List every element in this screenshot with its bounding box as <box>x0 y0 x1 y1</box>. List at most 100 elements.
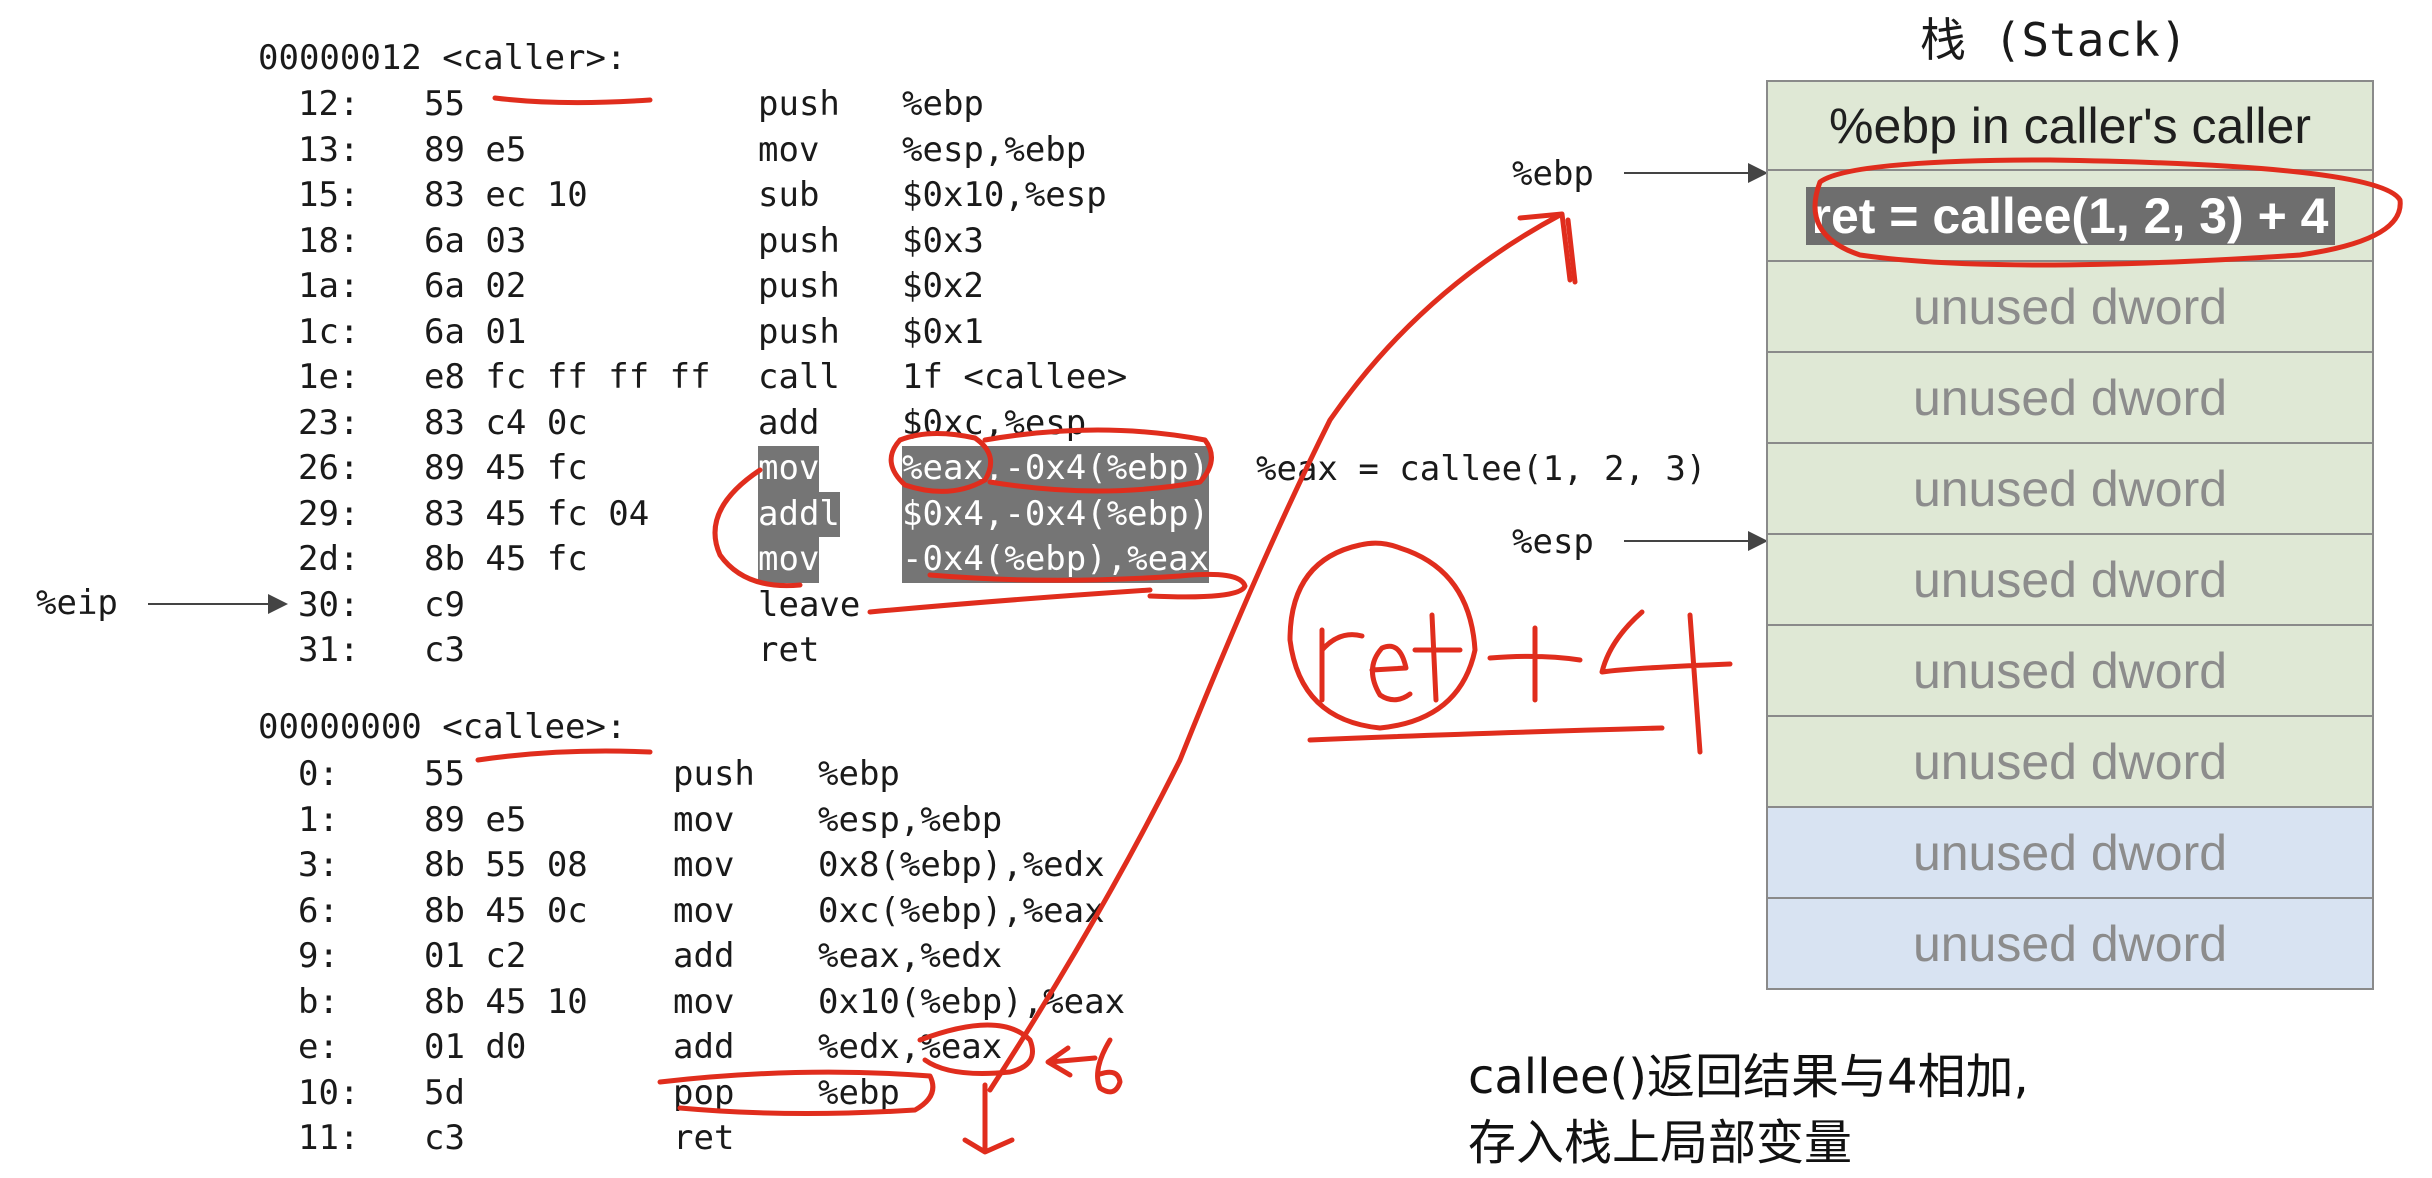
stack-cell: unused dword <box>1766 444 2374 535</box>
callee-bytes: 8b 55 08 <box>424 845 588 885</box>
caller-addr: 1e: <box>298 357 360 397</box>
caller-bytes: 89 45 fc <box>424 448 588 488</box>
callee-bytes: 55 <box>424 754 465 794</box>
callee-bytes: c3 <box>424 1118 465 1158</box>
caller-addr: 2d: <box>298 539 360 579</box>
stack-cell-label: unused dword <box>1912 733 2228 790</box>
stack-cell: unused dword <box>1766 535 2374 626</box>
callee-args: %ebp <box>818 754 900 794</box>
eax-comment: %eax = callee(1, 2, 3) <box>1256 449 1707 489</box>
caller-op: mov <box>758 446 820 492</box>
caller-addr: 15: <box>298 175 360 215</box>
esp-arrow-head <box>1748 531 1768 551</box>
stack-title: 栈 (Stack) <box>1920 13 2188 67</box>
caller-bytes: e8 fc ff ff ff <box>424 357 711 397</box>
callee-addr: 9: <box>298 936 339 976</box>
caller-args: $0xc,%esp <box>902 402 1087 443</box>
callee-bytes: 5d <box>424 1072 465 1113</box>
stack-cell-label: unused dword <box>1912 915 2228 972</box>
eip-arrow-head <box>268 594 288 614</box>
caller-bytes: 83 45 fc 04 <box>424 493 650 534</box>
handwritten-r <box>1319 627 1365 703</box>
callee-op: mov <box>673 799 735 840</box>
callee-header: 00000000 <callee>: <box>258 707 627 747</box>
caller-args: -0x4(%ebp),%eax <box>902 537 1210 583</box>
callee-addr: 11: <box>298 1118 360 1158</box>
caller-bytes: 89 e5 <box>424 129 527 170</box>
callee-addr: 3: <box>298 845 339 885</box>
caller-args: %ebp <box>902 84 984 124</box>
callee-bytes: 8b 45 0c <box>424 890 588 931</box>
stack-cell-label: unused dword <box>1912 460 2228 517</box>
handwritten-e <box>1369 643 1413 703</box>
stack-cell: %ebp in caller's caller <box>1766 80 2374 171</box>
caller-op: push <box>758 220 840 261</box>
stack-cell-label: ret = callee(1, 2, 3) + 4 <box>1805 186 2335 245</box>
callee-bytes: 01 d0 <box>424 1027 527 1067</box>
caller-bytes: 6a 02 <box>424 266 527 306</box>
callee-args: %esp,%ebp <box>818 799 1003 840</box>
big-arrow-head <box>1517 211 1573 283</box>
callee-addr: 0: <box>298 754 339 794</box>
caller-addr: 30: <box>298 584 360 625</box>
callee-op: push <box>673 754 755 794</box>
ebp-arrow-head <box>1748 163 1768 183</box>
stack-cell-label: unused dword <box>1912 824 2228 881</box>
esp-label: %esp <box>1512 522 1594 562</box>
callee-args: %ebp <box>818 1072 900 1113</box>
caller-args: $0x2 <box>902 266 984 306</box>
esp-arrow-line <box>1624 540 1766 542</box>
caller-op: push <box>758 311 840 352</box>
underline-ret-plus-4 <box>1307 725 1665 743</box>
caller-op: push <box>758 266 840 306</box>
eip-arrow-line <box>148 603 270 605</box>
eip-label: %eip <box>36 583 118 623</box>
caller-args: 1f <callee> <box>902 357 1128 397</box>
big-arrow <box>987 212 1563 1093</box>
caller-op: leave <box>758 584 861 625</box>
stack-cell: unused dword <box>1766 717 2374 808</box>
caption-line-2: 存入栈上局部变量 <box>1468 1115 1853 1171</box>
handwritten-four <box>1599 609 1733 755</box>
caption-line-1: callee()返回结果与4相加, <box>1468 1049 2029 1105</box>
stack-cell-label: unused dword <box>1912 369 2228 426</box>
caller-op: call <box>758 357 840 397</box>
stack-cell: unused dword <box>1766 808 2374 899</box>
caller-bytes: 55 <box>424 84 465 124</box>
underline-callee <box>475 748 653 763</box>
caller-args: %eax,-0x4(%ebp) <box>902 446 1210 492</box>
caller-header: 00000012 <caller>: <box>258 38 627 78</box>
callee-op: mov <box>673 845 735 885</box>
caller-args: $0x10,%esp <box>902 175 1107 215</box>
ebp-arrow-line <box>1624 172 1766 174</box>
caller-args: $0x4,-0x4(%ebp) <box>902 491 1210 537</box>
handwritten-plus <box>1487 625 1583 703</box>
callee-args: 0x10(%ebp),%eax <box>818 981 1126 1022</box>
callee-bytes: 8b 45 10 <box>424 981 588 1022</box>
callee-addr: b: <box>298 981 339 1022</box>
caller-addr: 1a: <box>298 266 360 306</box>
callee-addr: 10: <box>298 1072 360 1113</box>
callee-op: ret <box>673 1118 735 1158</box>
caller-op: mov <box>758 537 820 583</box>
caller-bytes: 6a 03 <box>424 220 527 261</box>
caller-args: $0x1 <box>902 311 984 352</box>
caller-op: sub <box>758 175 820 215</box>
callee-op: add <box>673 936 735 976</box>
callee-args: %eax,%edx <box>818 936 1003 976</box>
caller-addr: 29: <box>298 493 360 534</box>
underline-leave <box>867 587 1153 615</box>
caller-addr: 23: <box>298 402 360 443</box>
caller-op: push <box>758 84 840 124</box>
underline-caller <box>492 95 653 106</box>
callee-args: 0x8(%ebp),%edx <box>818 845 1105 885</box>
callee-addr: 6: <box>298 890 339 931</box>
circle-ret <box>1287 540 1478 731</box>
caller-bytes: 6a 01 <box>424 311 527 352</box>
handwritten-six <box>1095 1037 1123 1095</box>
caller-op: ret <box>758 630 820 670</box>
caller-args: %esp,%ebp <box>902 129 1087 170</box>
caller-op: add <box>758 402 820 443</box>
caller-bytes: 83 ec 10 <box>424 175 588 215</box>
caller-bytes: c9 <box>424 584 465 625</box>
